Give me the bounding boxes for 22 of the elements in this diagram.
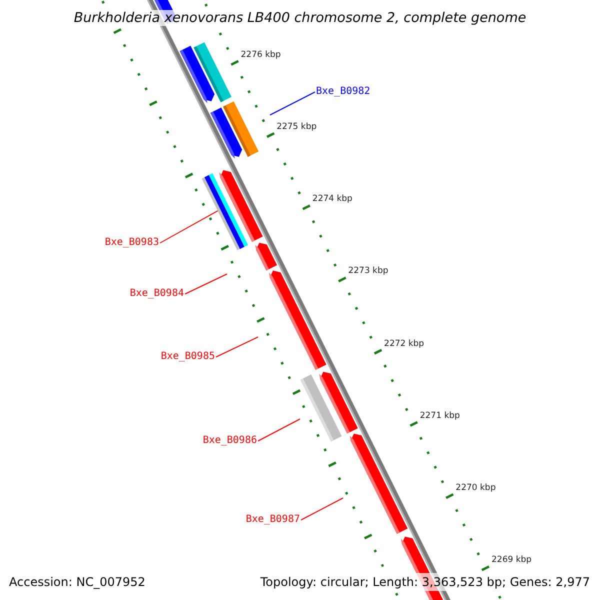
scale-label: 2270 kbp <box>456 482 496 494</box>
scale-label: 2272 kbp <box>384 338 424 350</box>
leader-line <box>258 418 300 442</box>
scale-label: 2269 kbp <box>492 554 532 566</box>
scale-label: 2276 kbp <box>240 48 281 61</box>
leader-line <box>270 92 316 116</box>
gene-label: Bxe_B0985 <box>160 350 215 364</box>
leader-line <box>160 210 218 244</box>
gene-label: Bxe_B0986 <box>202 434 257 448</box>
scale-label: 2273 kbp <box>348 265 388 278</box>
scale-label: 2274 kbp <box>312 193 352 206</box>
gene-label: Bxe_B0983 <box>104 236 159 250</box>
gene-label: Bxe_B0982 <box>316 85 370 99</box>
leader-line <box>184 274 228 294</box>
gene-label: Bxe_B0987 <box>246 513 300 527</box>
gene-bar <box>202 173 248 250</box>
footer-text: Topology: circular; Length: 3,363,523 bp; Genes: 2,977 <box>260 573 590 591</box>
leader-line <box>216 336 258 358</box>
gene-label: Bxe_B0984 <box>130 287 184 301</box>
leader-line <box>300 498 344 520</box>
scale-label: 2275 kbp <box>276 121 317 134</box>
scale-label: 2271 kbp <box>420 410 460 422</box>
